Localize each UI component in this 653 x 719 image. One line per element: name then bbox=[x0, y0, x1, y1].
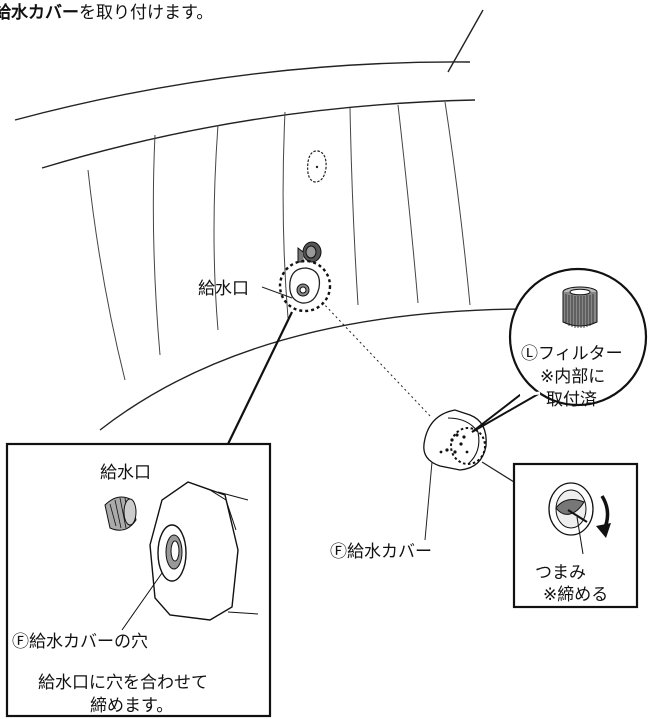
water-inlet-label: 給水口 bbox=[198, 279, 249, 299]
cover-main-illustration bbox=[423, 409, 487, 471]
knob-label-line1: つまみ bbox=[535, 563, 586, 583]
knob-label-line2: ※締める bbox=[543, 585, 609, 605]
detail-inlet-illustration bbox=[104, 496, 137, 531]
filter-label-line1: Ⓛフィルター bbox=[521, 344, 623, 364]
note-line2: 締めます。 bbox=[90, 696, 174, 716]
filter-label-line2: ※内部に bbox=[540, 367, 606, 387]
note-line1: 給水口に穴を合わせて bbox=[38, 673, 208, 693]
tub-ribs bbox=[87, 101, 471, 381]
instruction-rest: を取り付けます。 bbox=[79, 3, 214, 23]
inlet-to-cover-dotted-line bbox=[321, 301, 433, 419]
knob-pointer-line bbox=[481, 461, 515, 483]
filter-cartridge bbox=[562, 286, 598, 328]
cover-label: Ⓕ給水カバー bbox=[330, 542, 432, 562]
cover-hole-leader-line bbox=[121, 572, 163, 631]
inlet-detail-box bbox=[5, 442, 272, 718]
middle-nozzle bbox=[297, 241, 322, 263]
instruction-text: 給水カバーを取り付けます。 bbox=[0, 0, 213, 23]
detail-pointer-line bbox=[227, 311, 293, 445]
water-inlet-wall bbox=[278, 259, 332, 313]
inlet-leader-line bbox=[261, 286, 293, 299]
knob-detail-box bbox=[512, 462, 639, 609]
filter-label-line3: 取付済 bbox=[546, 390, 597, 410]
upper-outlet bbox=[307, 150, 327, 183]
cover-leader-line bbox=[424, 461, 433, 541]
tub-outline bbox=[14, 9, 621, 431]
cover-hole-label: Ⓕ給水カバーの穴 bbox=[12, 632, 148, 652]
detail-inlet-label: 給水口 bbox=[100, 463, 151, 483]
instruction-bold: 給水カバー bbox=[0, 3, 79, 23]
filter-callout bbox=[471, 267, 648, 433]
detail-cover-illustration bbox=[149, 481, 259, 621]
